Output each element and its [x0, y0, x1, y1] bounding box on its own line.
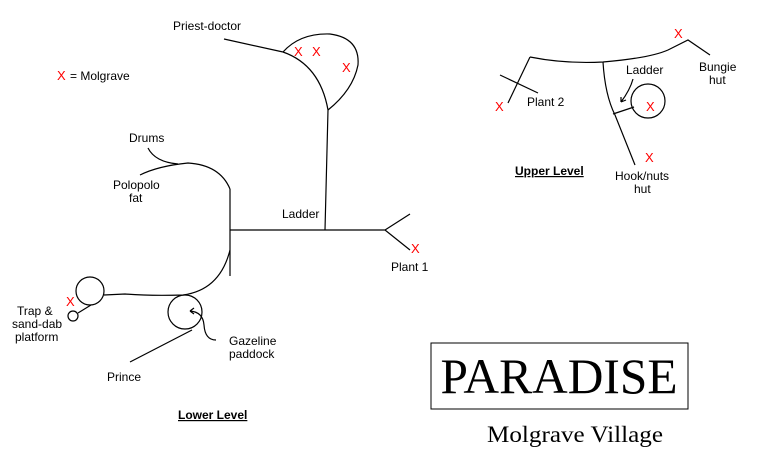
ladder-path [282, 51, 329, 231]
molgrave-marker: X [342, 60, 351, 75]
label-polopolo-fat: fat [129, 191, 143, 205]
label-plant1: Plant 1 [391, 260, 429, 274]
label-hook-nuts: Hook/nuts [615, 169, 669, 183]
legend-marker: X [57, 68, 66, 83]
label-bungie-hut: hut [709, 73, 726, 87]
label-paddock: paddock [229, 347, 275, 361]
label-gazeline: Gazeline [229, 334, 277, 348]
trap-platform-circle [67, 310, 79, 322]
gazeline-arrow [189, 307, 217, 341]
upper-level-paths [499, 39, 711, 166]
ladder-connector [612, 106, 635, 115]
label-upper-ladder: Ladder [626, 63, 663, 77]
plant2-path [507, 56, 531, 104]
molgrave-marker: X [674, 26, 683, 41]
lower-level-heading: Lower Level [178, 408, 247, 422]
hook-hut-path [602, 61, 636, 166]
upper-level-heading: Upper Level [515, 164, 584, 178]
label-ladder: Ladder [282, 207, 319, 221]
drums-path [147, 147, 179, 165]
map-subtitle: Molgrave Village [487, 422, 663, 447]
lower-level-paths [67, 33, 411, 363]
priest-doctor-enclosure [282, 33, 359, 111]
label-plant2: Plant 2 [527, 95, 565, 109]
label-bungie: Bungie [699, 60, 737, 74]
plant1-path [230, 213, 411, 251]
gazeline-paddock-circle [167, 294, 203, 330]
label-platform: platform [15, 330, 58, 344]
ladder-arrow [620, 78, 634, 103]
molgrave-marker: X [66, 294, 75, 309]
title-box [430, 342, 689, 410]
label-drums: Drums [129, 131, 164, 145]
molgrave-marker: X [645, 150, 654, 165]
priest-doctor-path [223, 38, 284, 53]
molgrave-marker: X [495, 99, 504, 114]
plant2-cross-path [499, 74, 539, 94]
upper-main-path [529, 39, 711, 64]
trap-path [77, 304, 92, 314]
label-polopolo: Polopolo [113, 178, 160, 192]
legend-text: = Molgrave [70, 69, 130, 83]
molgrave-marker: X [312, 44, 321, 59]
label-trap: Trap & [17, 304, 53, 318]
label-hook-hut: hut [634, 182, 651, 196]
molgrave-marker: X [646, 99, 655, 114]
molgrave-marker: X [411, 241, 420, 256]
map-title: PARADISE [441, 348, 678, 404]
molgrave-marker: X [294, 44, 303, 59]
label-sand-dab: sand-dab [12, 317, 62, 331]
lower-curve-path [103, 249, 231, 296]
label-priest-doctor: Priest-doctor [173, 19, 241, 33]
label-prince: Prince [107, 370, 141, 384]
polopolo-path [139, 162, 231, 190]
ladder-circle [630, 83, 666, 119]
hut-circle [75, 276, 105, 306]
prince-path [129, 329, 193, 363]
